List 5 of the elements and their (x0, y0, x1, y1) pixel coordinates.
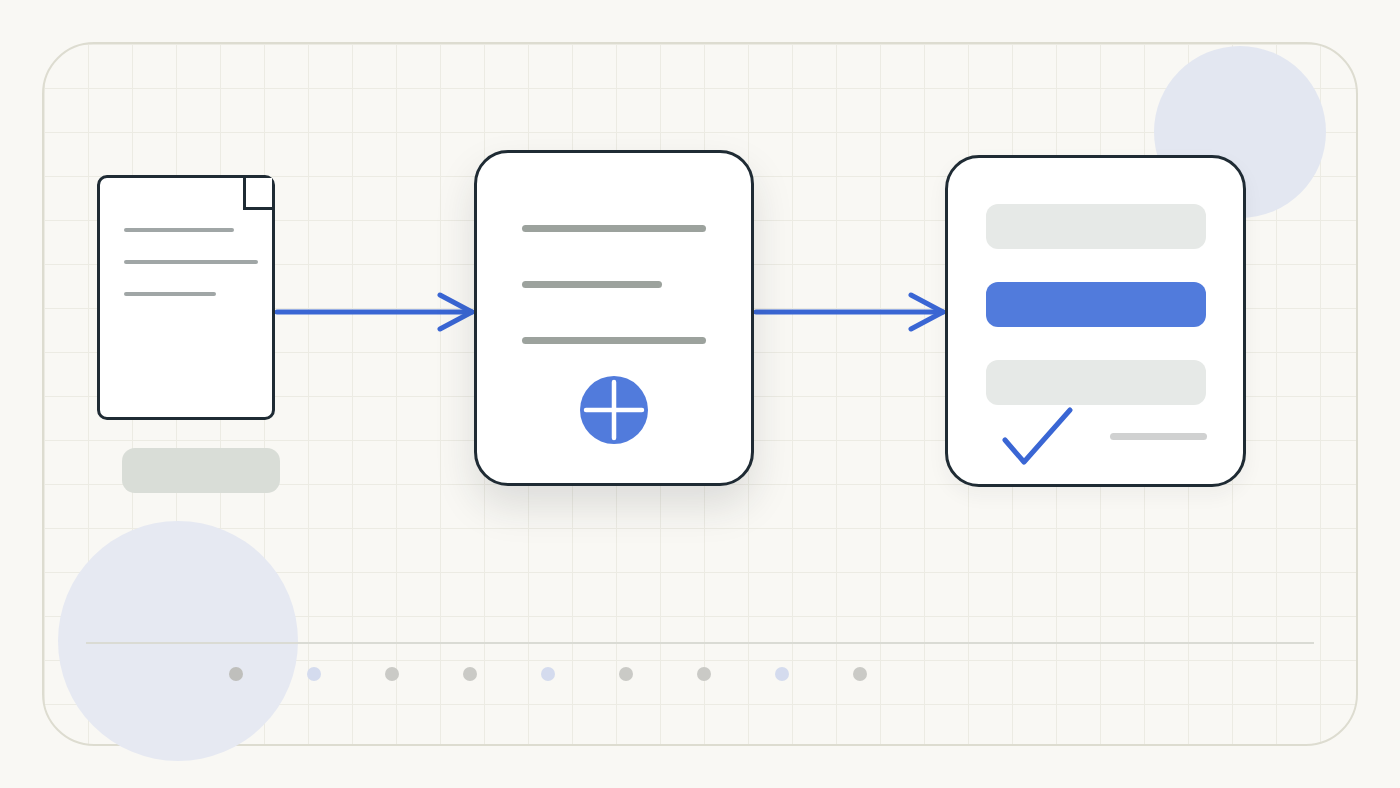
form-card (945, 155, 1246, 487)
card (474, 150, 754, 486)
arrow (274, 292, 475, 332)
arrow (753, 292, 946, 332)
document-shape (97, 175, 275, 420)
